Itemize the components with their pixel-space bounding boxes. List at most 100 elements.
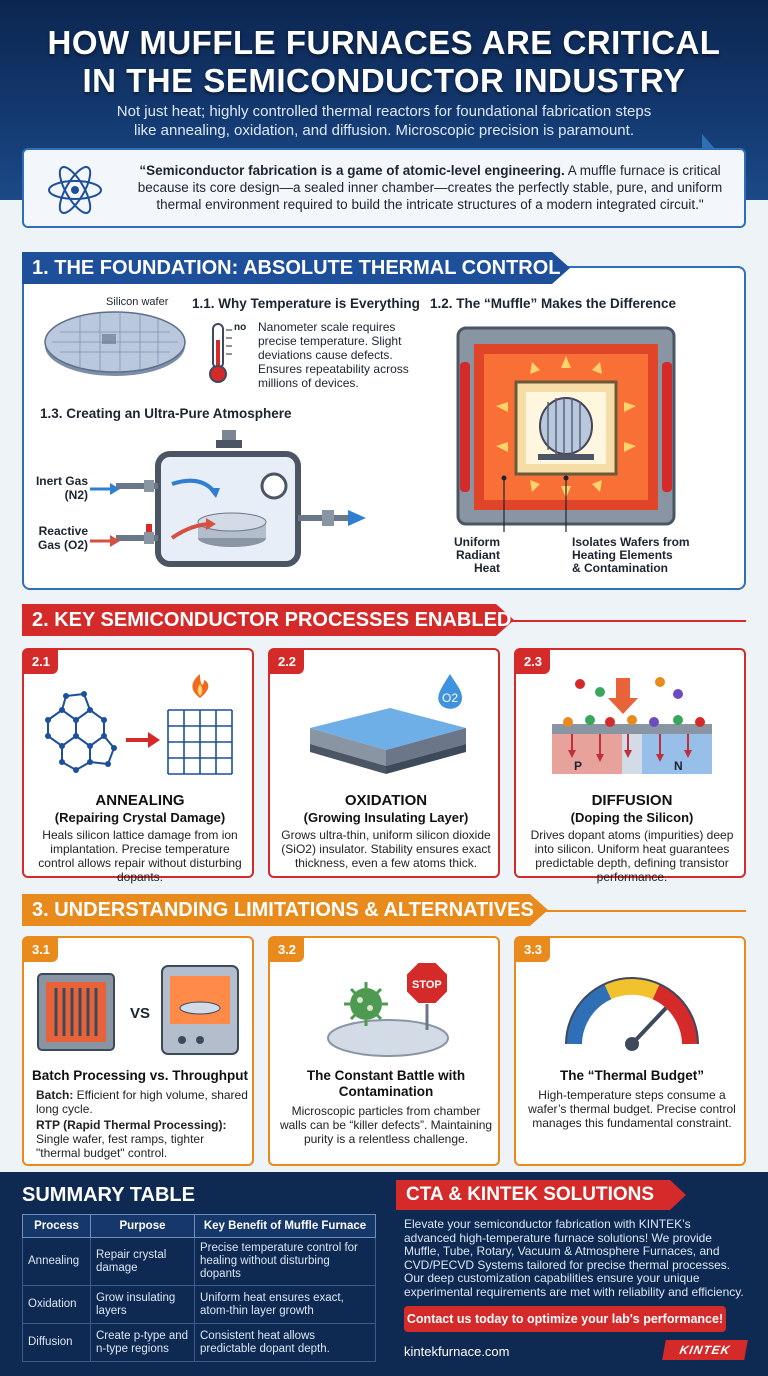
muffle-heading: 1.2. The “Muffle” Makes the Difference <box>430 296 677 311</box>
contact-button[interactable]: Contact us today to optimize your lab's … <box>404 1306 726 1332</box>
uniform-heat-label: Uniform Radiant Heat <box>422 536 500 575</box>
card-number: 2.1 <box>24 650 58 674</box>
table-cell: Oxidation <box>22 1285 91 1324</box>
table-cell: Grow insulating layers <box>90 1285 195 1324</box>
section2-heading: 2. KEY SEMICONDUCTOR PROCESSES ENABLED <box>22 604 514 636</box>
o2-symbol: O2 <box>442 691 458 705</box>
card-title: OXIDATION <box>344 792 428 809</box>
summary-title: SUMMARY TABLE <box>22 1184 195 1206</box>
card-subtitle: (Repairing Crystal Damage) <box>54 810 226 825</box>
table-cell: Create p-type and n-type regions <box>90 1323 195 1362</box>
column-header: Process <box>22 1214 91 1238</box>
uniform-heat-line-2: Radiant <box>455 548 500 562</box>
card-number: 3.1 <box>24 938 58 962</box>
card-number: 2.3 <box>516 650 550 674</box>
card-annealing: 2.1 ANNEALING (Repairing Crystal Damage)… <box>22 648 254 884</box>
card-title: The Constant Battle with Contamination <box>276 1068 496 1100</box>
card-subtitle: (Doping the Silicon) <box>570 810 694 825</box>
table-row: Oxidation Grow insulating layers Uniform… <box>22 1285 376 1324</box>
page-subtitle: Not just heat; highly controlled thermal… <box>40 102 728 140</box>
p-type-label: P <box>574 759 582 773</box>
table-cell: Repair crystal damage <box>90 1237 195 1286</box>
temp-heading: 1.1. Why Temperature is Everything <box>192 296 420 311</box>
quote-tail <box>702 134 716 150</box>
inert-gas-line-2: (N2) <box>64 488 88 502</box>
gauge-icon <box>565 977 699 1051</box>
vs-label: VS <box>130 1005 150 1022</box>
section1-heading: 1. THE FOUNDATION: ABSOLUTE THERMAL CONT… <box>22 252 570 284</box>
card-thermal-budget: 3.3 The “Thermal Budget” High-temperatur… <box>514 936 746 1166</box>
table-row: Diffusion Create p-type and n-type regio… <box>22 1323 376 1362</box>
subtitle-line-1: Not just heat; highly controlled thermal… <box>116 103 652 120</box>
card-text: Grows ultra-thin, uniform silicon dioxid… <box>281 828 491 870</box>
card-title: DIFFUSION <box>591 792 673 809</box>
card-title: ANNEALING <box>95 792 185 809</box>
section3-rule <box>544 910 746 912</box>
table-cell: Consistent heat allows predictable dopan… <box>194 1323 376 1362</box>
stop-sign-label: STOP <box>412 979 442 991</box>
table-cell: Annealing <box>22 1237 91 1286</box>
title-line-2: IN THE SEMICONDUCTOR INDUSTRY <box>82 62 686 99</box>
reactive-gas-line-1: Reactive <box>38 524 88 538</box>
table-cell: Uniform heat ensures exact, atom-thin la… <box>194 1285 376 1324</box>
cta-text: Elevate your semiconductor fabrication w… <box>404 1217 744 1299</box>
summary-table: Process Purpose Key Benefit of Muffle Fu… <box>22 1214 376 1362</box>
crystal-lattice-icon <box>45 674 233 775</box>
reactive-gas-arrow-icon <box>90 535 120 547</box>
section3-heading: 3. UNDERSTANDING LIMITATIONS & ALTERNATI… <box>22 894 548 926</box>
quote-box: “Semiconductor fabrication is a game of … <box>22 148 746 228</box>
isolates-line-2: Heating Elements <box>572 548 673 562</box>
batch-label: Batch: <box>36 1088 74 1102</box>
card-subtitle: (Growing Insulating Layer) <box>303 810 469 825</box>
rtp-label: RTP (Rapid Thermal Processing): <box>36 1118 227 1132</box>
isolates-line-3: & Contamination <box>572 561 668 575</box>
atom-icon <box>48 166 102 214</box>
table-cell: Diffusion <box>22 1323 91 1362</box>
n-type-label: N <box>674 759 683 773</box>
website-link[interactable]: kintekfurnace.com <box>404 1344 510 1359</box>
cta-heading: CTA & KINTEK SOLUTIONS <box>396 1180 686 1210</box>
column-header: Purpose <box>90 1214 195 1238</box>
batch-text: Efficient for high volume, shared long c… <box>36 1088 248 1116</box>
card-number: 2.2 <box>270 650 304 674</box>
column-header: Key Benefit of Muffle Furnace <box>194 1214 376 1238</box>
table-row: Annealing Repair crystal damage Precise … <box>22 1237 376 1286</box>
subtitle-line-2: like annealing, oxidation, and diffusion… <box>133 122 634 139</box>
card-text: Drives dopant atoms (impurities) deep in… <box>530 828 734 884</box>
table-cell: Precise temperature control for healing … <box>194 1237 376 1286</box>
kintek-logo: KINTEK <box>662 1340 748 1360</box>
thermometer-icon <box>209 323 232 383</box>
thermometer-label: no <box>234 322 247 333</box>
uniform-heat-line-1: Uniform <box>454 535 500 549</box>
card-title-line-1: The Constant Battle with <box>306 1068 466 1083</box>
card-text: Microscopic particles from chamber walls… <box>279 1104 493 1146</box>
section2-rule <box>510 620 746 622</box>
table-header-row: Process Purpose Key Benefit of Muffle Fu… <box>22 1214 376 1238</box>
rtp-description: RTP (Rapid Thermal Processing): Single w… <box>36 1118 248 1160</box>
card-diffusion: 2.3 P N DIFFUSION (Doping the Silicon) D… <box>514 648 746 884</box>
reactive-gas-line-2: Gas (O2) <box>37 538 88 552</box>
gas-chamber-illustration <box>116 430 366 567</box>
card-title-line-2: Contamination <box>338 1084 434 1099</box>
uniform-heat-line-3: Heat <box>473 561 500 575</box>
batch-description: Batch: Efficient for high volume, shared… <box>36 1088 248 1116</box>
card-text: High-temperature steps consume a wafer’s… <box>528 1088 736 1130</box>
quote-rest: A muffle furnace is critical because its… <box>137 163 723 212</box>
section1-box: Silicon wafer 1.1. Why Temperature is Ev… <box>22 266 746 590</box>
isolates-label: Isolates Wafers from Heating Elements & … <box>572 536 690 575</box>
batch-vs-rtp-icon: VS <box>37 965 239 1055</box>
contamination-icon: STOP <box>327 961 449 1057</box>
reactive-gas-label: Reactive Gas (O2) <box>32 524 88 552</box>
card-title: Batch Processing vs. Throughput <box>31 1068 249 1083</box>
wafer-label: Silicon wafer <box>106 296 169 308</box>
inert-gas-line-1: Inert Gas <box>35 474 88 488</box>
atmosphere-heading: 1.3. Creating an Ultra-Pure Atmosphere <box>40 406 292 421</box>
inert-gas-arrow-icon <box>90 483 120 495</box>
card-oxidation: 2.2 O2 OXIDATION (Growing Insulating Lay… <box>268 648 500 878</box>
card-text: Heals silicon lattice damage from ion im… <box>38 828 242 884</box>
page-title: HOW MUFFLE FURNACES ARE CRITICAL IN THE … <box>20 24 748 100</box>
card-number: 3.2 <box>270 938 304 962</box>
card-batch-processing: 3.1 VS Batch Processing vs. Throughput B… <box>22 936 254 1166</box>
oxide-layer-icon: O2 <box>310 674 466 774</box>
inert-gas-label: Inert Gas (N2) <box>32 474 88 502</box>
